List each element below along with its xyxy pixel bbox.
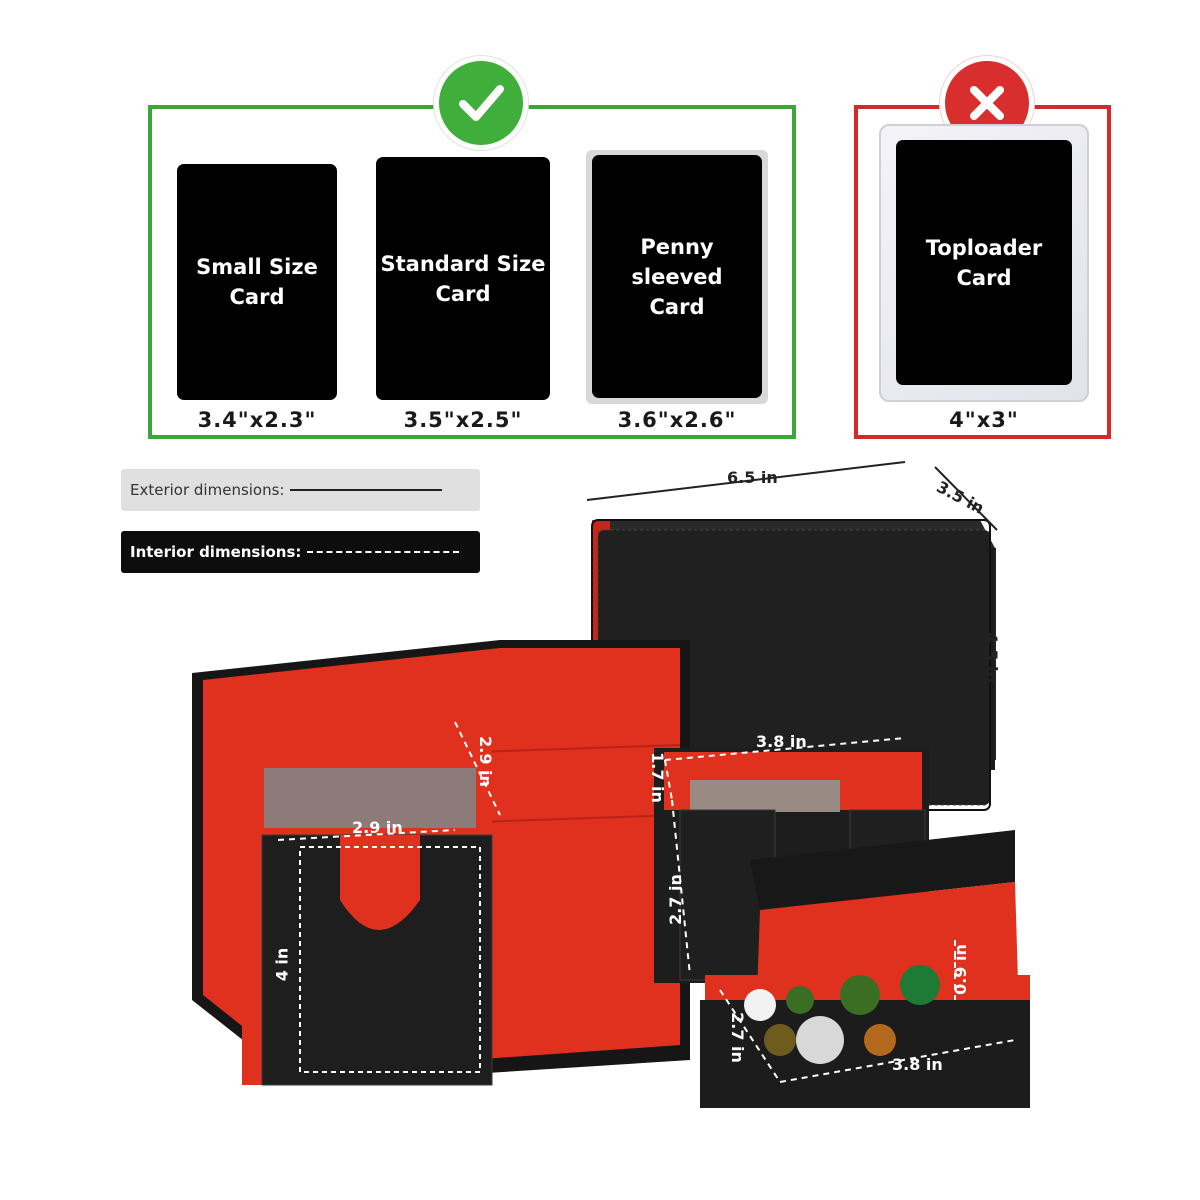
closed-deck-box [591, 519, 995, 811]
dashed-line-sample [307, 551, 460, 553]
left-deck-width-label: 2.9 in [475, 736, 495, 787]
left-deck-depth-label: 2.9 in [352, 818, 403, 837]
small-size-card: Small Size Card [177, 164, 337, 400]
exterior-dimension-lines [586, 461, 998, 760]
deck-box-illustration [192, 461, 1030, 1108]
box-height-label: 4.5 in [981, 632, 1001, 683]
box-length-label: 6.5 in [727, 468, 778, 487]
exterior-legend-label: Exterior dimensions: [130, 481, 285, 499]
small-size-label: 3.4"x2.3" [197, 408, 317, 432]
checkmark-icon [434, 56, 528, 150]
dice-tray-height-label: 0.9 in [950, 944, 970, 995]
interior-legend-label: Interior dimensions: [130, 543, 302, 561]
right-deck-height-label: 2.7 in [665, 874, 685, 925]
right-deck-lip-label: 1.7 in [647, 752, 667, 803]
penny-sleeved-card: Penny sleeved Card [592, 155, 762, 398]
toploader-card: Toploader Card [896, 140, 1072, 385]
toploader-size-label: 4"x3" [949, 408, 1019, 432]
left-deck-holder [242, 725, 493, 1086]
standard-size-card: Standard Size Card [376, 157, 550, 400]
standard-size-label: 3.5"x2.5" [403, 408, 523, 432]
interior-dimensions-legend: Interior dimensions: [121, 531, 480, 573]
dice-tray-width-label: 3.8 in [892, 1055, 943, 1074]
dice-tray [700, 830, 1030, 1108]
left-deck-height-label: 4 in [272, 947, 292, 982]
interior-dimension-lines [277, 721, 1016, 1083]
right-deck-width-label: 3.8 in [756, 732, 807, 751]
penny-sleeved-label: 3.6"x2.6" [617, 408, 737, 432]
exterior-dimensions-legend: Exterior dimensions: [121, 469, 480, 511]
dice-tray-depth-label: 2.7 in [727, 1012, 747, 1063]
solid-line-sample [290, 489, 443, 491]
